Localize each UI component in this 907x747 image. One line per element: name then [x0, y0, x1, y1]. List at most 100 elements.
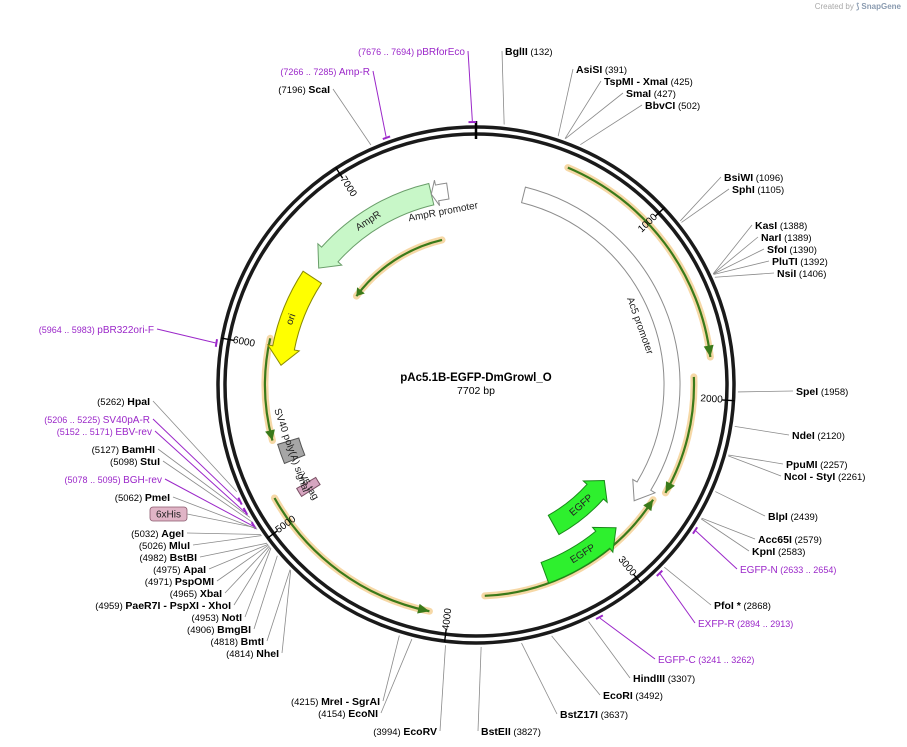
enzyme-sphi[interactable]: SphI (1105) — [732, 184, 784, 196]
enzyme-ndei[interactable]: NdeI (2120) — [792, 430, 845, 442]
primer-sv40pa-r[interactable]: (5206 .. 5225) SV40pA-R — [44, 415, 150, 426]
enzyme-blpi[interactable]: BlpI (2439) — [768, 511, 818, 523]
feature-sv40-poly-a-signal[interactable] — [277, 437, 306, 465]
primer-leader — [467, 50, 473, 122]
enzyme-position: (4906) — [187, 625, 217, 636]
enzyme-mrei-sgrai[interactable]: (4215) MreI - SgrAI — [291, 696, 380, 708]
orf-layer — [261, 164, 714, 615]
enzyme-name: KpnI — [752, 546, 775, 558]
enzyme-acc65i[interactable]: Acc65I (2579) — [758, 534, 822, 546]
enzyme-ppumi[interactable]: PpuMI (2257) — [786, 459, 848, 471]
primer-leader — [659, 573, 696, 624]
primer-amp-r[interactable]: (7266 .. 7285) Amp-R — [280, 67, 370, 78]
tick-label: 6000 — [232, 335, 256, 350]
enzyme-tspmi-xmai[interactable]: TspMI - XmaI (425) — [604, 76, 693, 88]
feature-ampr[interactable] — [317, 182, 435, 269]
primer-ebv-rev[interactable]: (5152 .. 5171) EBV-rev — [57, 427, 152, 438]
enzyme-bsteii[interactable]: BstEII (3827) — [481, 726, 541, 738]
enzyme-pluti[interactable]: PluTI (1392) — [772, 256, 828, 268]
enzyme-noti[interactable]: (4953) NotI — [191, 612, 242, 624]
enzyme-position: (3492) — [633, 691, 663, 702]
primer-pbrforeco[interactable]: (7676 .. 7694) pBRforEco — [358, 47, 465, 58]
feature-egfp[interactable] — [547, 480, 608, 536]
feature-ori[interactable] — [266, 270, 323, 367]
primer-name: SV40pA-R — [103, 415, 150, 426]
enzyme-spei[interactable]: SpeI (1958) — [796, 386, 848, 398]
enzyme-bbvci[interactable]: BbvCI (502) — [645, 100, 700, 112]
enzyme-hindiii[interactable]: HindIII (3307) — [633, 673, 695, 685]
primer-exfp-r[interactable]: EXFP-R (2894 .. 2913) — [698, 619, 793, 630]
enzyme-sfoi[interactable]: SfoI (1390) — [767, 244, 817, 256]
enzyme-xbai[interactable]: (4965) XbaI — [170, 588, 222, 600]
enzyme-bglii[interactable]: BglII (132) — [505, 46, 553, 58]
enzyme-nari[interactable]: NarI (1389) — [761, 232, 812, 244]
enzyme-bmgbi[interactable]: (4906) BmgBI — [187, 624, 251, 636]
enzyme-leader — [382, 635, 400, 702]
feature-ac5-promoter[interactable] — [520, 186, 681, 502]
snapgene-logo-icon: ⟆ — [856, 2, 860, 11]
primer-egfp-c[interactable]: EGFP-C (3241 .. 3262) — [658, 655, 754, 666]
enzyme-scai[interactable]: (7196) ScaI — [278, 84, 330, 96]
enzyme-leader — [701, 517, 756, 540]
enzyme-ecorv[interactable]: (3994) EcoRV — [373, 726, 437, 738]
plasmid-name[interactable]: pAc5.1B-EGFP-DmGrowl_O — [400, 372, 551, 384]
enzyme-name: EcoNI — [348, 708, 378, 720]
enzyme-leader — [712, 224, 753, 275]
enzyme-ecori[interactable]: EcoRI (3492) — [603, 690, 663, 702]
enzyme-ncoi-styi[interactable]: NcoI - StyI (2261) — [784, 471, 865, 483]
enzyme-name: BamHI — [122, 444, 155, 456]
primer-leader — [152, 418, 240, 502]
enzyme-position: (1392) — [798, 257, 828, 268]
primer-name: EXFP-R — [698, 619, 735, 630]
enzyme-name: BbvCI — [645, 100, 675, 112]
enzyme-pspomi[interactable]: (4971) PspOMI — [145, 576, 214, 588]
feature-egfp[interactable] — [540, 526, 617, 584]
enzyme-position: (2868) — [741, 601, 771, 612]
enzyme-agei[interactable]: (5032) AgeI — [131, 528, 184, 540]
enzyme-kpni[interactable]: KpnI (2583) — [752, 546, 805, 558]
enzyme-bstbi[interactable]: (4982) BstBI — [139, 552, 197, 564]
enzyme-kasi[interactable]: KasI (1388) — [755, 220, 807, 232]
enzyme-bstz17i[interactable]: BstZ17I (3637) — [560, 709, 628, 721]
enzyme-smai[interactable]: SmaI (427) — [626, 88, 676, 100]
enzyme-position: (1105) — [755, 185, 784, 196]
enzyme-position: (502) — [675, 101, 700, 112]
enzyme-mlui[interactable]: (5026) MluI — [139, 540, 190, 552]
tick-label: 2000 — [700, 393, 723, 405]
center-label: pAc5.1B-EGFP-DmGrowl_O 7702 bp — [400, 372, 551, 397]
feature-ampr-promoter[interactable] — [430, 180, 450, 206]
enzyme-bamhi[interactable]: (5127) BamHI — [92, 444, 155, 456]
primer-egfp-n[interactable]: EGFP-N (2633 .. 2654) — [740, 565, 836, 576]
enzyme-nhei[interactable]: (4814) NheI — [226, 648, 279, 660]
enzyme-leader — [664, 566, 712, 606]
enzyme-nsii[interactable]: NsiI (1406) — [777, 268, 826, 280]
enzyme-name: BstEII — [481, 726, 511, 738]
primer-pbr322ori-f[interactable]: (5964 .. 5983) pBR322ori-F — [39, 325, 154, 336]
primer-binding-mark — [692, 526, 699, 535]
tick-mark — [266, 530, 279, 539]
enzyme-leader — [714, 272, 775, 278]
enzyme-position: (1958) — [818, 387, 848, 398]
enzyme-pfoi-[interactable]: PfoI * (2868) — [714, 600, 771, 612]
enzyme-apai[interactable]: (4975) ApaI — [153, 564, 206, 576]
enzyme-bsiwi[interactable]: BsiWI (1096) — [724, 172, 783, 184]
enzyme-econi[interactable]: (4154) EcoNI — [318, 708, 378, 720]
enzyme-name: PspOMI — [175, 576, 214, 588]
enzyme-paer7i-pspxi-xhoi[interactable]: (4959) PaeR7I - PspXI - XhoI — [95, 600, 231, 612]
enzyme-bmti[interactable]: (4818) BmtI — [211, 636, 265, 648]
enzyme-leader — [172, 496, 258, 530]
primer-binding-mark — [242, 507, 249, 516]
enzyme-hpai[interactable]: (5262) HpaI — [97, 396, 150, 408]
primer-bgh-rev[interactable]: (5078 .. 5095) BGH-rev — [65, 475, 162, 486]
orf-line — [567, 166, 712, 358]
enzyme-pmei[interactable]: (5062) PmeI — [115, 492, 170, 504]
enzyme-leader — [281, 570, 292, 654]
feature-v5-tag[interactable] — [296, 476, 321, 498]
enzyme-leader — [565, 92, 624, 140]
enzyme-leader — [186, 532, 261, 535]
enzyme-leader — [713, 236, 759, 275]
enzyme-asisi[interactable]: AsiSI (391) — [576, 64, 627, 76]
enzyme-name: Acc65I — [758, 534, 792, 546]
enzyme-stui[interactable]: (5098) StuI — [110, 456, 160, 468]
